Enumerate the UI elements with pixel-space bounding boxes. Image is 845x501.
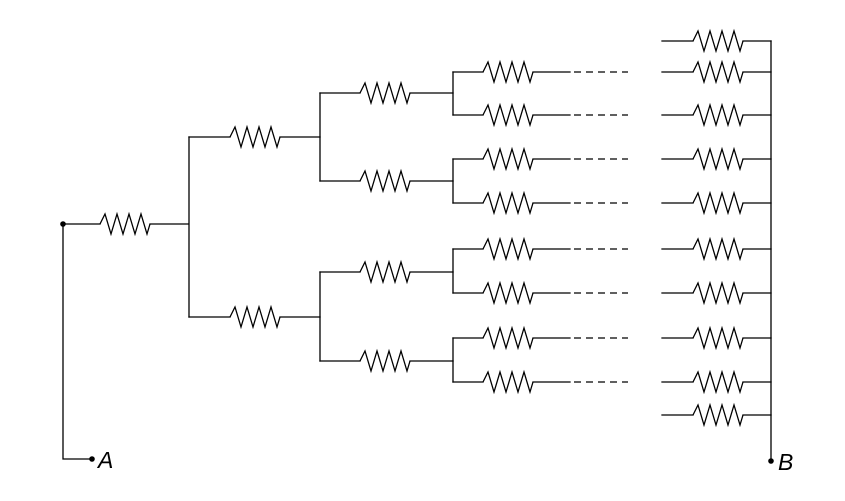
resistor-final-2 (692, 59, 744, 85)
resistor-l2-lower (229, 304, 281, 330)
resistor-l1 (99, 211, 151, 237)
resistor-l3-2 (359, 168, 411, 194)
level-1 (99, 136, 190, 318)
terminal-b: B (768, 449, 793, 475)
resistor-l4-8 (482, 369, 534, 395)
resistor-l4-4 (482, 190, 534, 216)
resistor-l3-4 (359, 348, 411, 374)
resistor-final-1 (692, 28, 744, 54)
resistor-l4-1 (482, 59, 534, 85)
resistor-l4-3 (482, 146, 534, 172)
level-3 (319, 71, 454, 383)
resistor-l4-5 (482, 236, 534, 262)
resistor-l3-3 (359, 259, 411, 285)
terminal-a: A (60, 221, 113, 473)
resistor-final-5 (692, 190, 744, 216)
resistor-final-3 (692, 102, 744, 128)
label-a: A (96, 447, 113, 473)
final-column (661, 28, 772, 460)
level-4 (452, 59, 628, 395)
resistor-final-7 (692, 280, 744, 306)
resistor-final-8 (692, 325, 744, 351)
resistor-final-6 (692, 236, 744, 262)
level-2 (188, 92, 321, 362)
node-b (768, 458, 774, 464)
resistor-l4-6 (482, 280, 534, 306)
wire-a-lead (62, 223, 101, 460)
resistor-l4-7 (482, 325, 534, 351)
resistor-l4-2 (482, 102, 534, 128)
node-start (60, 221, 66, 227)
resistor-final-4 (692, 146, 744, 172)
resistor-final-9 (692, 369, 744, 395)
resistor-l2-upper (229, 124, 281, 150)
node-a (89, 456, 95, 462)
wire-final-out (742, 40, 772, 416)
wire-final-in (661, 40, 694, 416)
label-b: B (778, 449, 793, 475)
resistor-final-10 (692, 402, 744, 428)
resistor-l3-1 (359, 80, 411, 106)
wire-l1-out (149, 136, 190, 318)
